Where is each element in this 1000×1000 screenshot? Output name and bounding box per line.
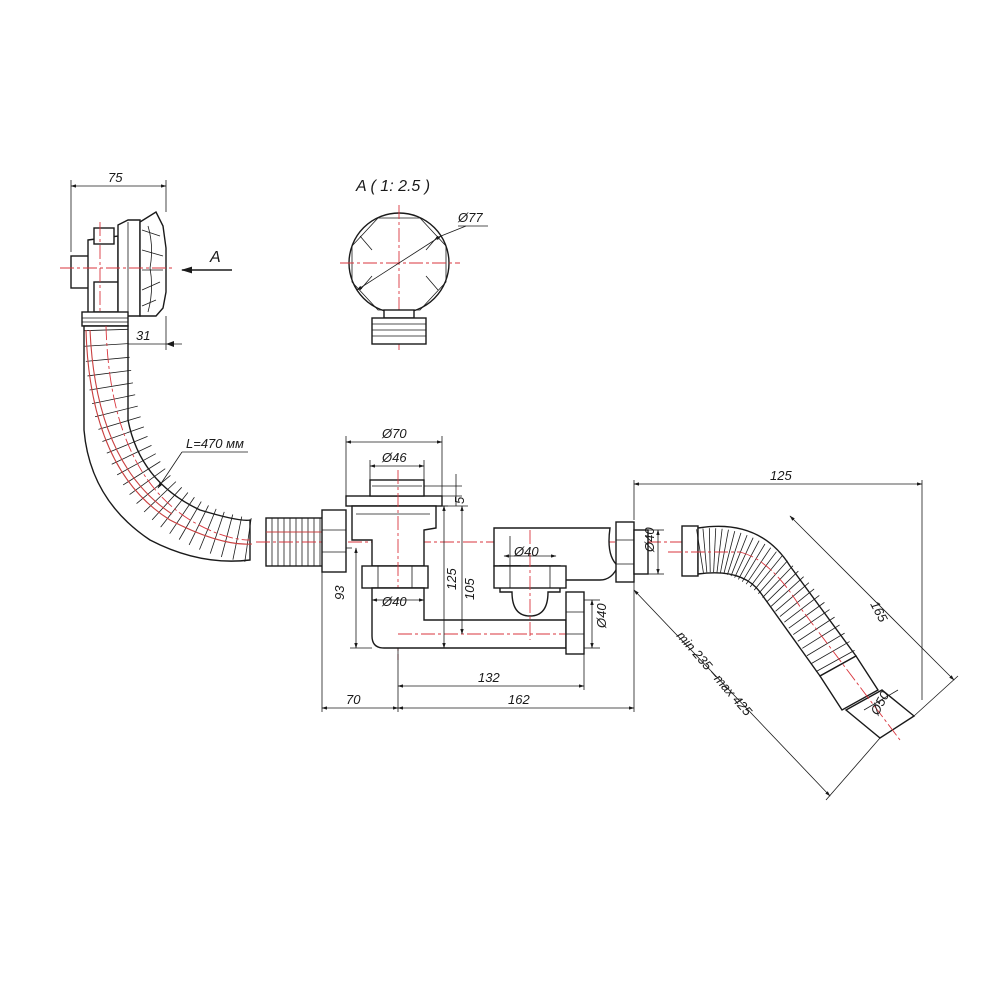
hose-rib xyxy=(209,511,225,554)
hose-rib xyxy=(122,461,161,486)
hose-rib xyxy=(745,547,772,585)
dim-detail-diameter: Ø77 xyxy=(457,210,483,225)
dim-height-105: 105 xyxy=(462,578,477,600)
overflow-assembly xyxy=(60,210,172,330)
dim-siphon-inlet: Ø40 xyxy=(513,544,539,559)
view-arrow-label: A xyxy=(209,249,221,266)
overflow-corrugated-hose xyxy=(83,325,253,562)
overflow-width-dimension: 75 xyxy=(70,170,167,252)
detail-view-title: A ( 1: 2.5 ) xyxy=(355,178,430,195)
view-arrow-a: A xyxy=(180,249,232,274)
hose-rib xyxy=(720,529,729,574)
hose-rib xyxy=(169,497,195,534)
hose-rib xyxy=(727,532,742,575)
hose-length-callout: L=470 мм xyxy=(157,436,248,489)
hose-rib xyxy=(749,551,777,588)
hose-rib xyxy=(102,426,145,442)
siphon-trap xyxy=(493,521,649,655)
hose-rib xyxy=(753,555,783,591)
drain-height-dimensions: 93 105 125 xyxy=(332,505,477,649)
hose-rib xyxy=(160,492,189,528)
dim-overflow-width: 75 xyxy=(108,170,123,185)
hose-rib xyxy=(730,534,748,577)
dim-connector-diameter: Ø40 xyxy=(642,527,657,553)
dim-flex-height: 165 xyxy=(867,598,891,625)
dim-offset-70: 70 xyxy=(346,692,361,707)
hose-rib xyxy=(94,405,138,418)
hose-rib xyxy=(143,481,177,513)
hose-rib xyxy=(734,537,754,578)
hose-rib xyxy=(98,416,141,430)
dim-drain-outer: Ø70 xyxy=(381,426,407,441)
hose-rib xyxy=(716,528,723,573)
drain-outlet-dimension: Ø40 xyxy=(371,594,425,609)
dim-hose-length: L=470 мм xyxy=(186,436,244,451)
dim-height-125: 125 xyxy=(444,568,459,590)
hose-rib xyxy=(106,436,148,454)
dim-overflow-depth: 31 xyxy=(136,328,150,343)
dim-span-162: 162 xyxy=(508,692,530,707)
dim-flex-width: 125 xyxy=(770,468,792,483)
hose-rib xyxy=(136,475,171,504)
hose-rib xyxy=(738,540,760,580)
hose-rib xyxy=(696,529,704,573)
siphon-diameters: Ø40 Ø40 Ø40 xyxy=(503,527,664,649)
dim-span-132: 132 xyxy=(478,670,500,685)
drain-top-dimensions: Ø70 Ø46 5 xyxy=(345,426,467,506)
dim-siphon-outlet: Ø40 xyxy=(594,603,609,629)
dim-flex-length: min 235 –max 425 xyxy=(674,628,756,719)
hose-rib xyxy=(232,516,243,560)
hose-rib xyxy=(151,487,183,521)
dim-plug-diameter: Ø46 xyxy=(381,450,407,465)
hose-rib xyxy=(221,514,234,558)
dim-height-93: 93 xyxy=(332,585,347,600)
hose-rib xyxy=(741,543,766,582)
hose-rib xyxy=(713,528,717,573)
hose-rib xyxy=(111,444,152,465)
hose-rib xyxy=(116,453,156,476)
drain-assembly xyxy=(321,470,580,660)
detail-view-a: A ( 1: 2.5 ) Ø77 xyxy=(340,178,488,350)
dim-drain-outlet: Ø40 xyxy=(381,594,407,609)
hose-rib xyxy=(723,531,736,574)
hose-rib xyxy=(702,528,708,573)
dim-plug-height: 5 xyxy=(452,496,467,504)
hose-rib xyxy=(758,560,788,594)
hose-rib xyxy=(708,528,711,573)
